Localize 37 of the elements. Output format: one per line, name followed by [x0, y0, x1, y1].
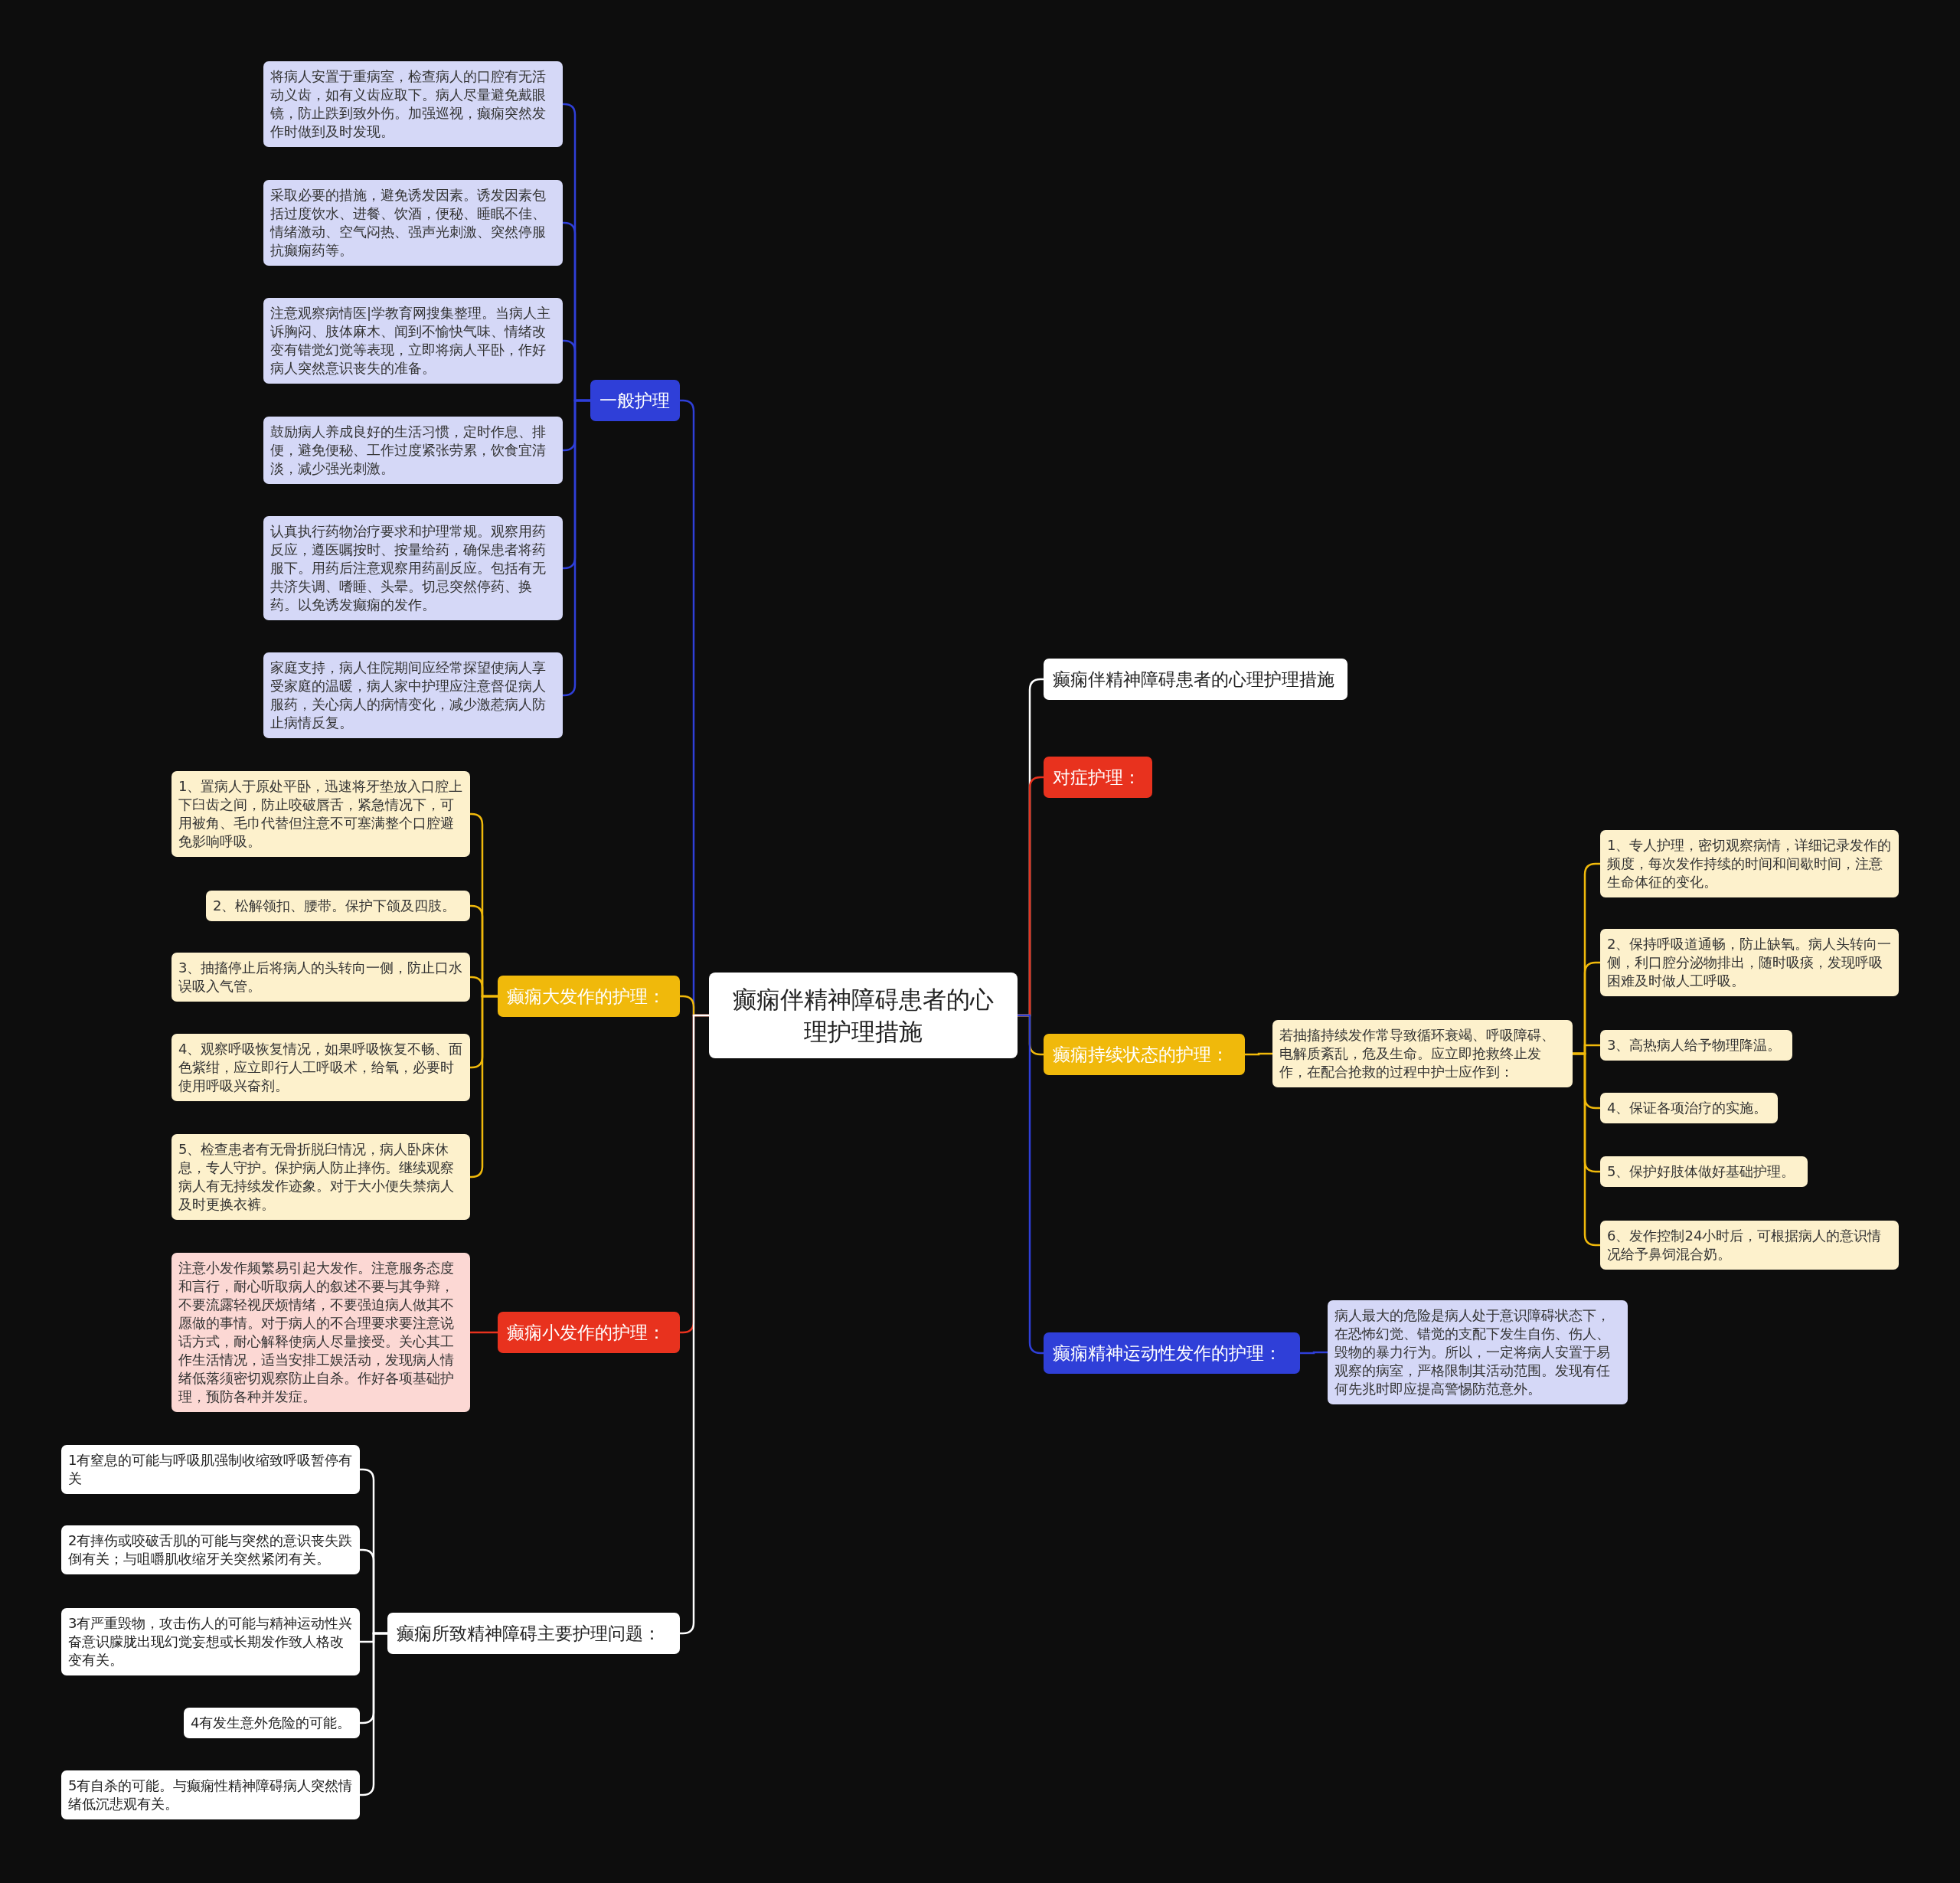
note-box: 注意观察病情医|学教育网搜集整理。当病人主诉胸闷、肢体麻木、闻到不愉快气味、情绪改变有错觉幻觉等表现，立即将病人平卧，作好病人突然意识丧失的准备。	[263, 298, 563, 384]
note-box: 1有窒息的可能与呼吸肌强制收缩致呼吸暂停有关	[61, 1445, 360, 1494]
note-box: 4、保证各项治疗的实施。	[1600, 1093, 1778, 1123]
note-box: 鼓励病人养成良好的生活习惯，定时作息、排便，避免便秘、工作过度紧张劳累，饮食宜清淡，减少强光刺激。	[263, 417, 563, 484]
note-box: 1、置病人于原处平卧，迅速将牙垫放入口腔上下臼齿之间，防止咬破唇舌，紧急情况下，可用被角、毛巾代替但注意不可塞满整个口腔避免影响呼吸。	[172, 771, 470, 857]
note-box: 1、专人护理，密切观察病情，详细记录发作的频度，每次发作持续的时间和间歇时间，注意生命体征的变化。	[1600, 830, 1899, 897]
note-box: 若抽搐持续发作常导致循环衰竭、呼吸障碍、电解质紊乱，危及生命。应立即抢救终止发作，在配合抢救的过程中护士应作到：	[1272, 1020, 1573, 1087]
note-box: 采取必要的措施，避免诱发因素。诱发因素包括过度饮水、进餐、饮酒，便秘、睡眠不佳、情绪激动、空气闷热、强声光刺激、突然停服抗癫痫药等。	[263, 180, 563, 266]
note-box: 认真执行药物治疗要求和护理常规。观察用药反应，遵医嘱按时、按量给药，确保患者将药服下。用药后注意观察用药副反应。包括有无共济失调、嗜睡、头晕。切忌突然停药、换药。以免诱发癫痫的发作。	[263, 516, 563, 620]
branch-topic-box: 一般护理	[590, 380, 680, 421]
note-box: 5、保护好肢体做好基础护理。	[1600, 1156, 1808, 1187]
note-box: 5有自杀的可能。与癫痫性精神障碍病人突然情绪低沉悲观有关。	[61, 1770, 360, 1819]
note-box: 5、检查患者有无骨折脱臼情况，病人卧床休息，专人守护。保护病人防止摔伤。继续观察病人有无持续发作迹象。对于大小便失禁病人及时更换衣裤。	[172, 1134, 470, 1220]
note-box: 注意小发作频繁易引起大发作。注意服务态度和言行，耐心听取病人的叙述不要与其争辩，不要流露轻视厌烦情绪，不要强迫病人做其不愿做的事情。对于病人的不合理要求要注意说话方式，耐心解释使病人尽量接受。关心其工作生活情况，适当安排工娱活动，发现病人情绪低落须密切观察防止自杀。作好各项基础护理，预防各种并发症。	[172, 1253, 470, 1412]
central-topic-box: 癫痫伴精神障碍患者的心理护理措施	[709, 973, 1018, 1058]
connector-line	[1300, 1351, 1328, 1355]
branch-topic-box: 癫痫所致精神障碍主要护理问题：	[387, 1613, 680, 1654]
note-box: 4、观察呼吸恢复情况，如果呼吸恢复不畅、面色紫绀，应立即行人工呼吸术，给氧，必要时使用呼吸兴奋剂。	[172, 1034, 470, 1101]
note-box: 4有发生意外危险的可能。	[184, 1708, 360, 1738]
branch-topic-box: 对症护理：	[1044, 757, 1152, 798]
note-box: 病人最大的危险是病人处于意识障碍状态下，在恐怖幻觉、错觉的支配下发生自伤、伤人、毁物的暴力行为。所以，一定将病人安置于易观察的病室，严格限制其活动范围。发现有任何先兆时即应提高警惕防范意外。	[1328, 1300, 1628, 1404]
note-box: 2、松解领扣、腰带。保护下颌及四肢。	[206, 891, 470, 921]
note-box: 6、发作控制24小时后，可根据病人的意识情况给予鼻饲混合奶。	[1600, 1221, 1899, 1270]
note-box: 家庭支持，病人住院期间应经常探望使病人享受家庭的温暖，病人家中护理应注意督促病人服药，关心病人的病情变化，减少激惹病人防止病情反复。	[263, 652, 563, 738]
note-box: 3、高热病人给予物理降温。	[1600, 1030, 1792, 1061]
note-box: 3有严重毁物，攻击伤人的可能与精神运动性兴奋意识朦胧出现幻觉妄想或长期发作致人格改变有关。	[61, 1608, 360, 1675]
connector-line	[470, 1331, 498, 1334]
note-box: 将病人安置于重病室，检查病人的口腔有无活动义齿，如有义齿应取下。病人尽量避免戴眼镜，防止跌到致外伤。加强巡视，癫痫突然发作时做到及时发现。	[263, 61, 563, 147]
note-box: 2、保持呼吸道通畅，防止缺氧。病人头转向一侧，利口腔分泌物排出，随时吸痰，发现呼吸困难及时做人工呼吸。	[1600, 929, 1899, 996]
branch-topic-box: 癫痫小发作的护理：	[498, 1312, 680, 1353]
connector-line	[1245, 1052, 1272, 1056]
note-box: 3、抽搐停止后将病人的头转向一侧，防止口水误吸入气管。	[172, 953, 470, 1002]
branch-topic-box: 癫痫精神运动性发作的护理：	[1044, 1332, 1300, 1374]
note-box: 2有摔伤或咬破舌肌的可能与突然的意识丧失跌倒有关；与咀嚼肌收缩牙关突然紧闭有关。	[61, 1525, 360, 1574]
branch-topic-box: 癫痫持续状态的护理：	[1044, 1034, 1245, 1075]
branch-topic-box: 癫痫大发作的护理：	[498, 976, 680, 1017]
branch-topic-box: 癫痫伴精神障碍患者的心理护理措施	[1044, 659, 1348, 700]
